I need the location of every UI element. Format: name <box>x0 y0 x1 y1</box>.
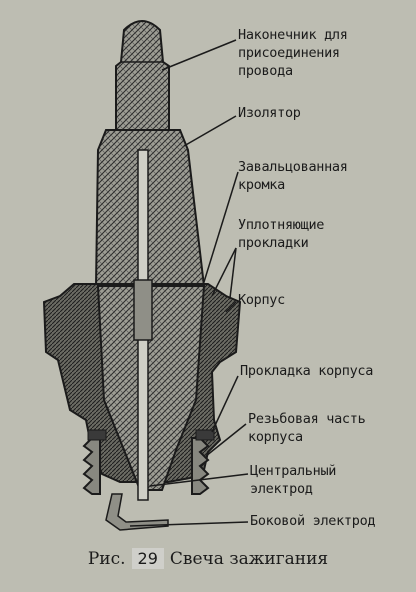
side-electrode <box>105 493 169 531</box>
insulator-lower <box>96 285 206 491</box>
label-crimped-edge: Завальцованная кромка <box>238 159 348 193</box>
label-threaded-part: Резьбовая часть корпуса <box>248 411 366 445</box>
leader-lines <box>129 39 249 527</box>
label-insulator: Изолятор <box>238 105 301 121</box>
terminal-nut <box>115 20 170 141</box>
insulator-upper <box>94 129 206 287</box>
caption-title: Свеча зажигания <box>169 549 329 569</box>
label-body: Корпус <box>238 292 285 308</box>
label-sealing-gaskets: Уплотняющие прокладки <box>238 217 325 251</box>
center-pin-upper <box>133 279 153 341</box>
body-gasket-right <box>195 429 215 441</box>
label-side-electrode: Боковой электрод <box>250 513 376 529</box>
label-terminal: Наконечник для присоединения провода <box>238 27 348 79</box>
body-gasket <box>87 429 107 441</box>
figure-number: 29 <box>131 548 164 569</box>
caption-prefix: Рис. <box>87 549 126 569</box>
label-body-gasket: Прокладка корпуса <box>240 363 374 379</box>
label-center-electrode: Центральный электрод <box>250 463 337 497</box>
